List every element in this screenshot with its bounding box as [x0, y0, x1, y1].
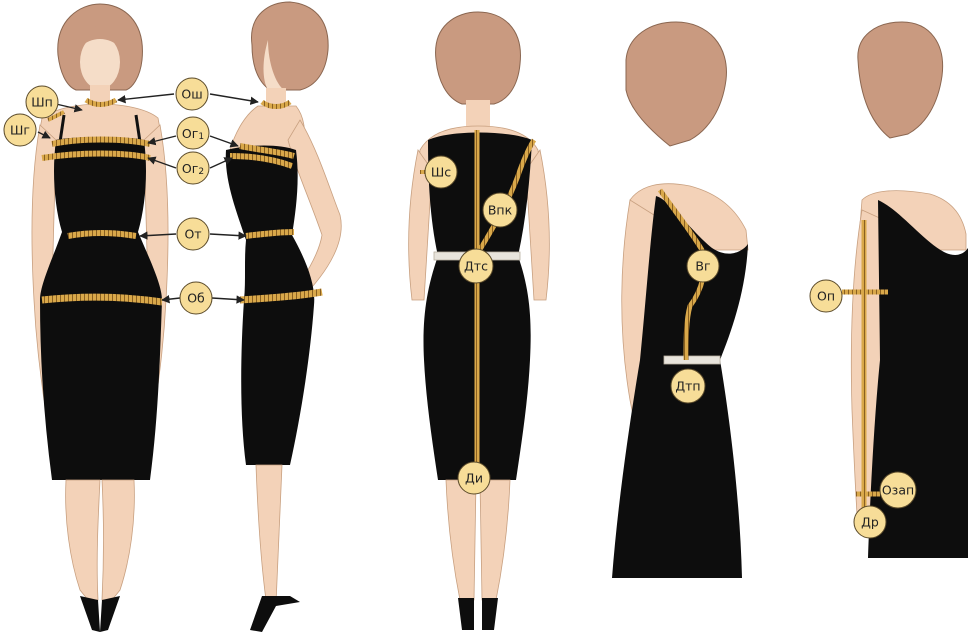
svg-text:Др: Др [861, 515, 879, 530]
badge-ot: От [177, 218, 209, 250]
badge-osh: Ош [176, 78, 208, 110]
svg-text:Ди: Ди [465, 471, 483, 486]
badge-shg: Шг [4, 114, 36, 146]
hair-side-bust-figure [626, 22, 726, 146]
arrow-osh-right [210, 94, 258, 102]
svg-text:Впк: Впк [488, 203, 513, 218]
arrow-osh-left [118, 94, 174, 100]
badge-og1: Ог1 [177, 117, 209, 149]
svg-text:Дтс: Дтс [464, 259, 488, 274]
svg-text:Ош: Ош [181, 87, 202, 102]
hair-back-figure [436, 12, 521, 104]
arrow-ob-right [212, 298, 244, 300]
svg-text:Об: Об [187, 291, 205, 306]
svg-text:Шп: Шп [31, 95, 53, 110]
badge-dts: Дтс [459, 249, 493, 283]
svg-text:Дтп: Дтп [675, 379, 700, 394]
legs-back-figure [446, 480, 510, 600]
face-front-figure [80, 35, 120, 89]
badge-ob: Об [180, 282, 212, 314]
svg-text:Шг: Шг [10, 123, 30, 138]
badge-og2: Ог2 [177, 152, 209, 184]
figure-back [409, 12, 550, 630]
figure-side [226, 2, 341, 632]
badge-op: Оп [810, 280, 842, 312]
shoes-back-figure [458, 598, 498, 630]
arrow-ot-right [210, 234, 246, 236]
svg-text:Шс: Шс [431, 165, 451, 180]
svg-text:Озап: Озап [882, 483, 914, 498]
badge-vg: Вг [687, 250, 719, 282]
svg-text:Вг: Вг [695, 259, 710, 274]
svg-text:От: От [184, 227, 201, 242]
badge-dr: Др [854, 506, 886, 538]
dress-side-arm-figure [868, 200, 968, 558]
badge-vpk: Впк [483, 193, 517, 227]
arrow-ot-left [140, 234, 176, 236]
shoes-front-figure [80, 596, 120, 632]
figure-side-bust [612, 22, 748, 578]
badge-shp: Шп [26, 86, 58, 118]
badge-shs: Шс [425, 156, 457, 188]
hair-side-arm-figure [858, 22, 943, 138]
dress-side-figure [226, 146, 314, 466]
badge-dtp: Дтп [671, 369, 705, 403]
hair-side-figure [252, 2, 329, 90]
badge-di: Ди [458, 462, 490, 494]
dress-front-figure [40, 137, 162, 480]
svg-text:Оп: Оп [817, 289, 835, 304]
legs-side-figure [256, 465, 282, 602]
legs-front-figure [66, 480, 135, 600]
shoes-side-figure [250, 596, 300, 632]
tape-ot-front [68, 233, 136, 236]
badge-ozap: Озап [880, 472, 916, 508]
neck-back-figure [466, 100, 490, 130]
belt-side-bust-figure [664, 356, 720, 364]
